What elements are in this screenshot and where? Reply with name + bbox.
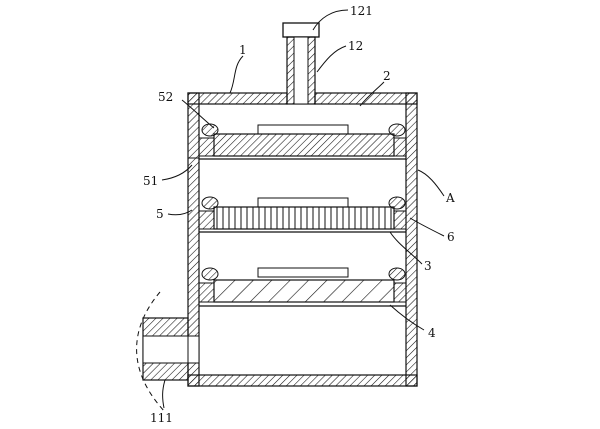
- label-3: 3: [424, 259, 432, 273]
- outlet-pipe: [136, 291, 200, 413]
- label-111: 111: [150, 411, 173, 425]
- label-5: 5: [156, 207, 164, 221]
- filter-layer-middle: [198, 196, 407, 233]
- label-1: 1: [239, 43, 247, 57]
- reference-labels: 121 12 1 2 52 51 A 5 6 3 4 111: [143, 4, 455, 425]
- label-4: 4: [428, 326, 436, 340]
- label-121: 121: [350, 4, 373, 18]
- inlet-nozzle: [282, 22, 320, 105]
- leader-lines: [161, 9, 445, 409]
- housing: [187, 92, 418, 387]
- label-12: 12: [348, 39, 363, 53]
- label-6: 6: [447, 230, 455, 244]
- label-51: 51: [143, 174, 158, 188]
- filter-layer-bottom: [198, 267, 407, 307]
- label-A: A: [445, 191, 455, 205]
- label-52: 52: [158, 90, 173, 104]
- label-2: 2: [383, 69, 391, 83]
- filter-layer-top: [198, 123, 407, 160]
